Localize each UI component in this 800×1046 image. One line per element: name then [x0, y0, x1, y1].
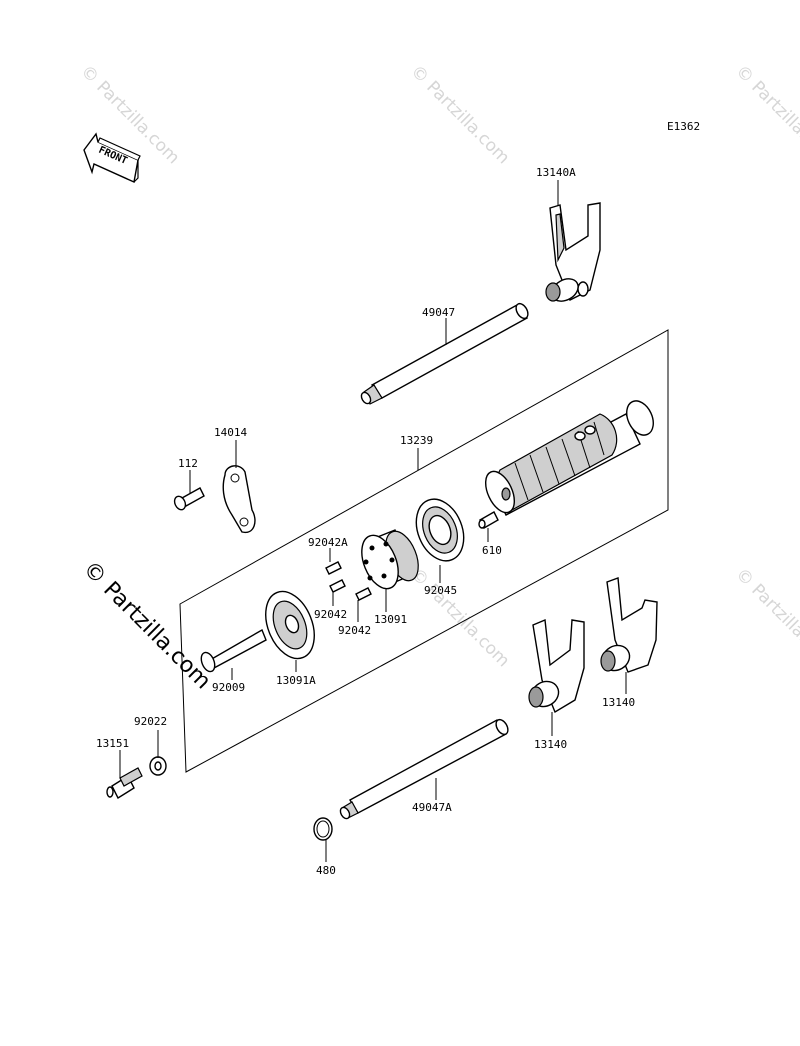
- plate-13091A[interactable]: [256, 584, 323, 665]
- pin-92042A[interactable]: [325, 561, 342, 575]
- bearing-92045[interactable]: [408, 492, 473, 568]
- part-label-610[interactable]: 610: [482, 544, 502, 557]
- front-arrow-icon: FRONT: [83, 132, 141, 184]
- part-label-92045[interactable]: 92045: [424, 584, 457, 597]
- switch-13151[interactable]: [106, 767, 143, 800]
- part-label-13091A[interactable]: 13091A: [276, 674, 316, 687]
- part-label-49047[interactable]: 49047: [422, 306, 455, 319]
- circlip-480[interactable]: [313, 817, 333, 841]
- diagram-code: E1362: [667, 120, 700, 133]
- watermark-text: © Partzilla.com: [406, 564, 513, 671]
- part-label-13140A[interactable]: 13140A: [536, 166, 576, 179]
- part-label-480[interactable]: 480: [316, 864, 336, 877]
- part-label-92022[interactable]: 92022: [134, 715, 167, 728]
- watermark-text: © Partzilla.com: [731, 61, 800, 168]
- part-label-92009[interactable]: 92009: [212, 681, 245, 694]
- bolt-92009[interactable]: [199, 628, 267, 674]
- shift-fork-13140-left[interactable]: [527, 618, 585, 714]
- shift-rod-49047[interactable]: [360, 302, 531, 406]
- pin-92042-b[interactable]: [355, 587, 372, 601]
- part-label-49047A[interactable]: 49047A: [412, 801, 452, 814]
- assembly-outline: [179, 329, 669, 773]
- part-label-112[interactable]: 112: [178, 457, 198, 470]
- pin-610[interactable]: [478, 511, 499, 529]
- cam-plate-13091[interactable]: [355, 527, 425, 594]
- part-labels: 13140A 49047 14014 112 13239 92042A 610 …: [96, 166, 635, 877]
- part-label-13239[interactable]: 13239: [400, 434, 433, 447]
- watermark-text: © Partzilla.com: [406, 61, 513, 168]
- part-label-14014[interactable]: 14014: [214, 426, 247, 439]
- shift-rod-49047A[interactable]: [339, 718, 511, 821]
- bolt-112[interactable]: [173, 487, 205, 511]
- watermark-group: © Partzilla.com © Partzilla.com © Partzi…: [76, 61, 800, 694]
- pin-92042-a[interactable]: [329, 579, 346, 593]
- plate-14014[interactable]: [222, 465, 256, 534]
- part-label-13151[interactable]: 13151: [96, 737, 129, 750]
- part-label-92042[interactable]: 92042: [338, 624, 371, 637]
- leader-lines: [119, 180, 627, 862]
- part-label-92042[interactable]: 92042: [314, 608, 347, 621]
- part-label-13091[interactable]: 13091: [374, 613, 407, 626]
- watermark-text: © Partzilla.com: [731, 564, 800, 671]
- washer-92022[interactable]: [149, 756, 167, 776]
- shift-fork-13140-right[interactable]: [598, 577, 658, 675]
- watermark-text: © Partzilla.com: [78, 557, 216, 695]
- shift-fork-13140A[interactable]: [545, 202, 601, 306]
- part-label-13140[interactable]: 13140: [534, 738, 567, 751]
- shift-drum-13239[interactable]: [480, 397, 659, 517]
- part-label-92042A[interactable]: 92042A: [308, 536, 348, 549]
- part-label-13140[interactable]: 13140: [602, 696, 635, 709]
